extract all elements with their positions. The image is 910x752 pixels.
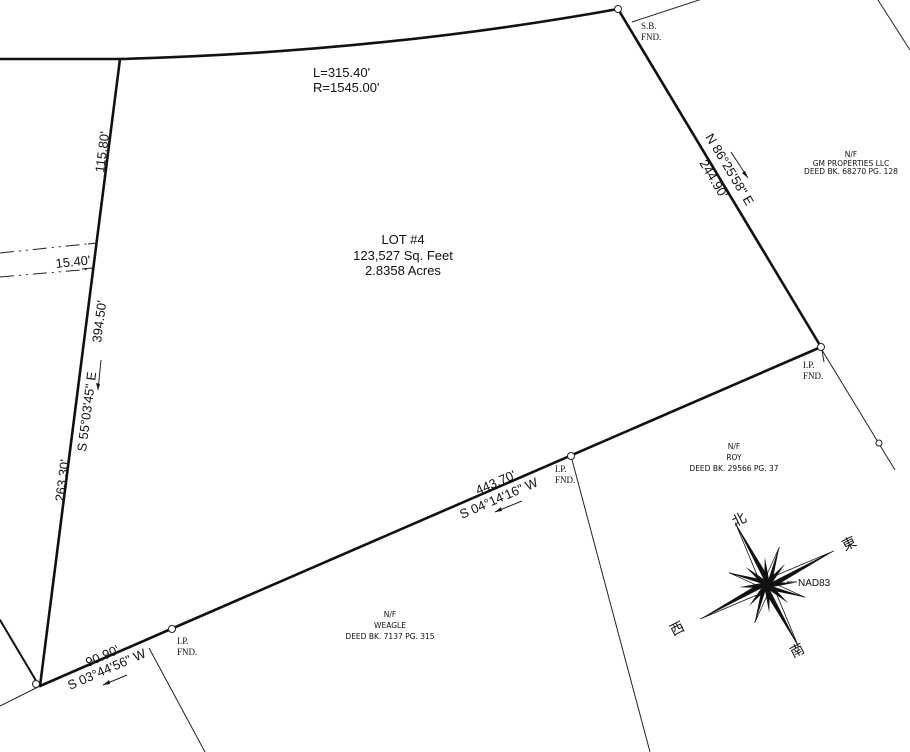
curve-length: L=315.40'	[313, 65, 370, 80]
west-upper-distance: 115.80'	[92, 131, 112, 174]
easement-line-lower	[0, 268, 93, 278]
compass-south-glyph: 南	[788, 641, 808, 662]
monument-ip-sw-label-1: I.P.	[177, 636, 189, 646]
compass-east-glyph: 東	[840, 534, 860, 555]
curve-boundary	[0, 7, 620, 61]
svg-text:ROY: ROY	[726, 453, 742, 462]
monument-sb-label-1: S.B.	[641, 21, 657, 31]
west-total-distance: 394.50'	[89, 300, 109, 344]
svg-text:N/F: N/F	[845, 150, 857, 159]
east-boundary	[616, 7, 823, 349]
south-boundary-short	[38, 627, 173, 688]
lot-title: LOT #4	[381, 232, 424, 247]
monument-ip-fnd-east	[817, 343, 825, 351]
west-boundary	[38, 57, 122, 688]
monument-ip-east-label-1: I.P.	[803, 360, 815, 370]
adjoiner-line-sw	[0, 685, 41, 707]
south-long-arrowhead	[495, 507, 502, 512]
monument-east-line	[875, 439, 883, 447]
adjoiner-weagle: N/F WEAGLE DEED BK. 7137 PG. 315	[345, 610, 434, 641]
easement-tick-lower	[81, 267, 93, 270]
monument-sb-fnd	[614, 5, 622, 13]
adjoiner-line-south-1	[570, 455, 651, 752]
easement-tick-upper	[87, 242, 98, 245]
monument-ip-east-label-2: FND.	[803, 371, 823, 381]
monument-ip-south-label-1: I.P.	[555, 464, 567, 474]
lot-area-acres: 2.8358 Acres	[365, 263, 441, 278]
compass-north-glyph: 北	[730, 510, 750, 531]
easement-width: 15.40'	[55, 252, 91, 271]
west-lower-distance: 263.30'	[52, 459, 72, 503]
adjoiner-line-ne	[631, 0, 701, 23]
monument-ip-fnd-south	[567, 452, 575, 460]
curve-radius: R=1545.00'	[313, 80, 379, 95]
compass-datum-label: NAD83	[798, 578, 831, 589]
svg-text:GM PROPERTIES LLC: GM PROPERTIES LLC	[813, 159, 890, 168]
svg-text:WEAGLE: WEAGLE	[374, 621, 406, 630]
compass-west-glyph: 西	[668, 620, 687, 640]
west-direction-arrowhead	[96, 383, 100, 390]
adjoiner-gm-properties: N/F GM PROPERTIES LLC DEED BK. 68270 PG.…	[804, 150, 898, 176]
lot-area-sqft: 123,527 Sq. Feet	[353, 248, 453, 263]
east-direction-arrowhead	[742, 171, 748, 178]
svg-text:DEED BK. 7137 PG. 315: DEED BK. 7137 PG. 315	[345, 632, 434, 641]
monument-ip-sw-label-2: FND.	[177, 647, 197, 657]
monument-ip-south-label-2: FND.	[555, 475, 575, 485]
adjacent-lot-line-west	[0, 619, 39, 685]
adjoiner-line-far-east	[877, 0, 910, 51]
svg-text:DEED BK. 29566 PG. 37: DEED BK. 29566 PG. 37	[689, 464, 778, 473]
monument-pointer-arrow	[821, 349, 825, 363]
adjoiner-line-east	[821, 349, 896, 471]
south-short-arrowhead	[103, 680, 110, 685]
adjoiner-roy: N/F ROY DEED BK. 29566 PG. 37	[689, 442, 778, 473]
svg-text:N/F: N/F	[728, 442, 740, 451]
svg-text:DEED BK. 68270 PG. 128: DEED BK. 68270 PG. 128	[804, 167, 898, 176]
svg-text:N/F: N/F	[384, 610, 396, 619]
adjoiner-line-south-2	[148, 647, 206, 752]
easement-line-upper	[0, 242, 97, 254]
compass-rose-icon	[699, 522, 835, 648]
monument-ip-fnd-southwest	[168, 625, 176, 633]
monument-corner-west	[32, 680, 40, 688]
monument-sb-label-2: FND.	[641, 32, 661, 42]
south-boundary-long	[169, 345, 823, 631]
